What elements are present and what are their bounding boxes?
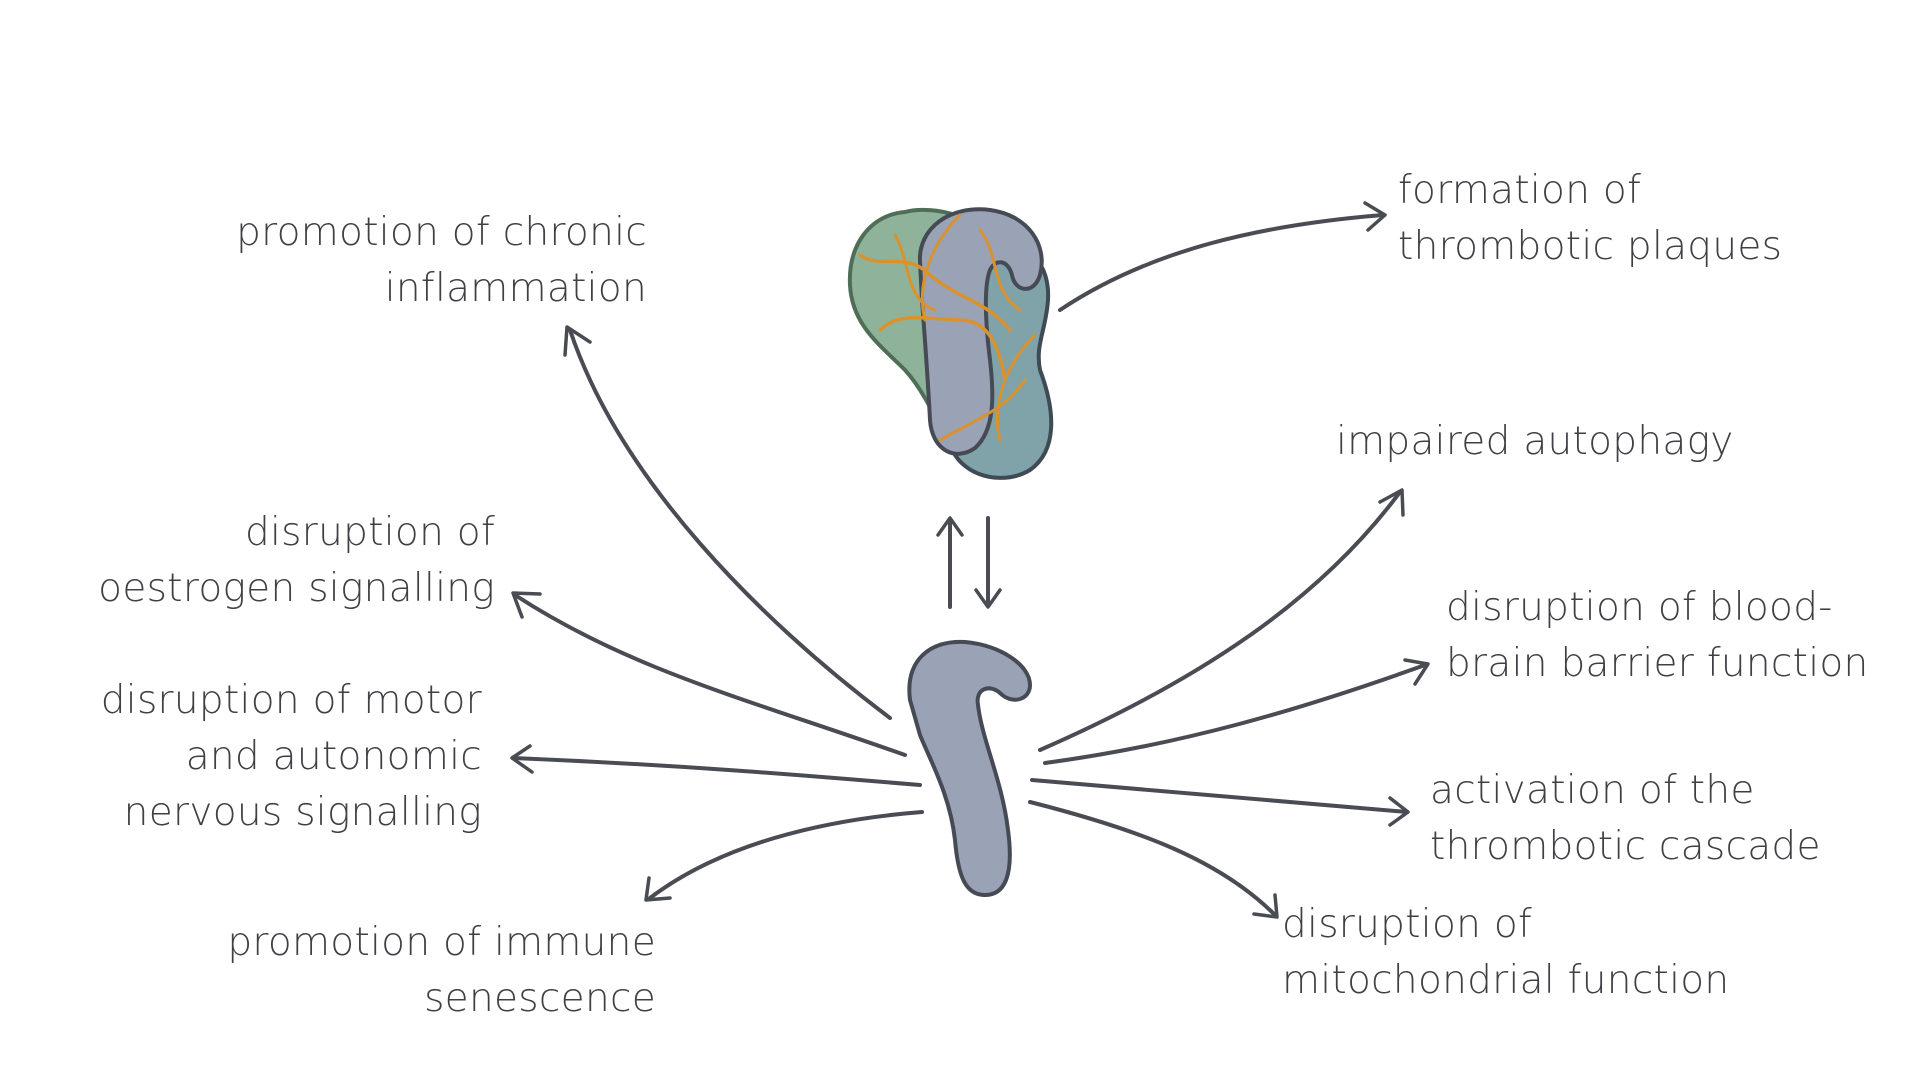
label-thrombotic-cascade: activation of the thrombotic cascade: [1430, 763, 1821, 875]
protein-aggregate-icon: [847, 207, 1054, 480]
arrowhead-autophagy: [1378, 488, 1405, 517]
arrow-to-autophagy: [1038, 490, 1402, 752]
label-chronic-inflammation: promotion of chronic inflammation: [236, 205, 647, 317]
label-line: thrombotic cascade: [1430, 824, 1821, 869]
arrow-to-plaques: [1058, 213, 1385, 312]
label-line: disruption of blood-: [1446, 585, 1833, 630]
label-line: activation of the: [1430, 768, 1755, 813]
arrowhead-plaques: [1363, 201, 1387, 232]
label-impaired-autophagy: impaired autophagy: [1336, 414, 1734, 470]
label-line: mitochondrial function: [1282, 958, 1730, 1003]
label-line: formation of: [1398, 168, 1642, 213]
arrow-to-cascade: [1030, 778, 1409, 814]
label-thrombotic-plaques: formation of thrombotic plaques: [1398, 163, 1782, 275]
label-line: promotion of immune: [227, 920, 656, 965]
label-line: senescence: [424, 976, 656, 1021]
label-line: oestrogen signalling: [98, 566, 495, 611]
arrowhead-cascade: [1388, 796, 1410, 827]
label-line: and autonomic: [185, 734, 482, 779]
label-line: thrombotic plaques: [1398, 224, 1783, 269]
arrowhead-mitochondrial: [1252, 893, 1279, 919]
monomer-protein-icon: [907, 639, 1032, 897]
label-motor-autonomic-signalling: disruption of motor and autonomic nervou…: [101, 673, 482, 841]
label-line: disruption of motor: [100, 678, 482, 723]
label-immune-senescence: promotion of immune senescence: [227, 915, 656, 1027]
arrow-to-oestrogen: [513, 593, 907, 757]
arrowhead-motor: [510, 744, 534, 774]
arrowhead-immune: [644, 876, 672, 902]
label-line: inflammation: [384, 266, 647, 311]
label-mitochondrial-function: disruption of mitochondrial function: [1282, 897, 1729, 1009]
arrowhead-oestrogen: [511, 591, 542, 619]
label-line: brain barrier function: [1446, 641, 1869, 686]
label-line: impaired autophagy: [1336, 419, 1734, 464]
label-line: disruption of: [1282, 902, 1533, 947]
arrowhead-chronic-inflammation: [563, 325, 592, 357]
arrow-to-motor: [511, 756, 922, 787]
arrow-to-mitochondrial: [1028, 800, 1277, 917]
label-line: disruption of: [244, 510, 495, 555]
label-oestrogen-signalling: disruption of oestrogen signalling: [98, 505, 495, 617]
label-line: promotion of chronic: [236, 210, 647, 255]
arrow-to-chronic-inflammation: [568, 328, 892, 720]
arrowhead-bbb: [1403, 658, 1430, 686]
label-blood-brain-barrier: disruption of blood- brain barrier funct…: [1446, 580, 1869, 692]
equilibrium-arrows-icon: [936, 516, 1002, 609]
arrow-to-immune: [648, 810, 924, 900]
arrow-to-bbb: [1043, 663, 1427, 765]
label-line: nervous signalling: [123, 790, 482, 835]
